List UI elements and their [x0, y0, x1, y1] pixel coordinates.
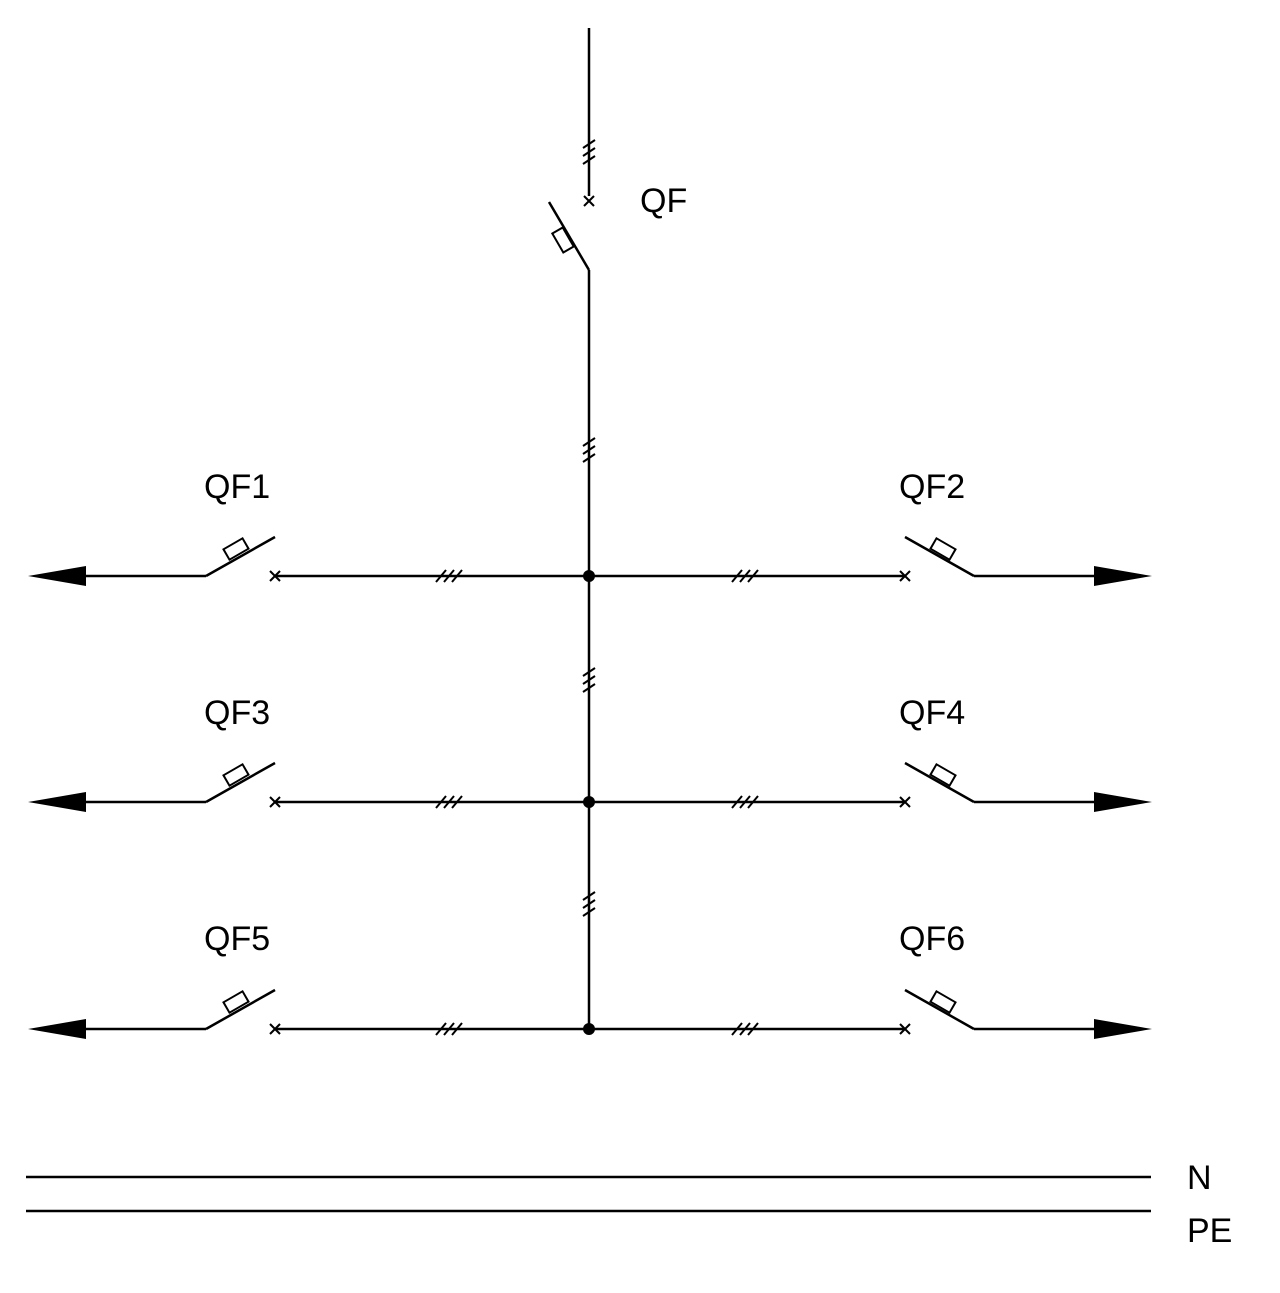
outgoing-arrow — [1094, 792, 1152, 812]
breaker-label-qf1: QF1 — [204, 468, 270, 506]
breaker-qf3: QF3 — [28, 694, 281, 812]
breaker-label-qf4: QF4 — [899, 694, 965, 732]
breaker-label-qf2: QF2 — [899, 468, 965, 506]
thermal-release-symbol — [550, 226, 576, 254]
vertical-busbar — [582, 270, 596, 1029]
breaker-blade — [904, 535, 975, 578]
outgoing-arrow — [1094, 566, 1152, 586]
breaker-contact-x-mark — [899, 796, 911, 808]
three-phase-tick-marks — [435, 795, 463, 809]
pe-conductor: PE — [26, 1209, 1232, 1250]
breaker-blade — [205, 761, 276, 804]
outgoing-arrow — [1094, 1019, 1152, 1039]
three-phase-tick-marks — [731, 795, 759, 809]
breaker-blade — [904, 988, 975, 1031]
outgoing-arrow — [28, 1019, 86, 1039]
junction-dot — [583, 796, 595, 808]
branch-row-1: QF1 QF2 — [28, 468, 1152, 586]
pe-label: PE — [1187, 1212, 1232, 1250]
main-breaker-label: QF — [640, 182, 687, 220]
main-breaker-qf: QF — [547, 28, 687, 271]
thermal-release-symbol — [222, 762, 250, 788]
breaker-qf1: QF1 — [28, 468, 281, 586]
thermal-release-symbol — [929, 762, 957, 788]
thermal-release-symbol — [929, 989, 957, 1015]
breaker-blade — [205, 988, 276, 1031]
branch-row-2: QF3 QF4 — [28, 694, 1152, 812]
breaker-contact-x-mark — [269, 1023, 281, 1035]
breaker-contact-x-mark — [899, 570, 911, 582]
breaker-qf4: QF4 — [899, 694, 1152, 812]
three-phase-tick-marks — [435, 569, 463, 583]
outgoing-arrow — [28, 566, 86, 586]
three-phase-tick-marks — [731, 1022, 759, 1036]
breaker-blade — [904, 761, 975, 804]
three-phase-tick-marks — [582, 891, 596, 917]
breaker-contact-x-mark — [583, 195, 595, 207]
junction-dot — [583, 1023, 595, 1035]
breaker-label-qf5: QF5 — [204, 920, 270, 958]
breaker-label-qf3: QF3 — [204, 694, 270, 732]
junction-dot — [583, 570, 595, 582]
three-phase-tick-marks — [582, 139, 596, 165]
neutral-conductor: N — [26, 1159, 1212, 1197]
three-phase-tick-marks — [731, 569, 759, 583]
three-phase-tick-marks — [582, 667, 596, 693]
breaker-contact-x-mark — [269, 796, 281, 808]
breaker-label-qf6: QF6 — [899, 920, 965, 958]
breaker-contact-x-mark — [269, 570, 281, 582]
breaker-contact-x-mark — [899, 1023, 911, 1035]
three-phase-tick-marks — [435, 1022, 463, 1036]
thermal-release-symbol — [929, 536, 957, 562]
thermal-release-symbol — [222, 536, 250, 562]
branch-row-3: QF5 QF6 — [28, 920, 1152, 1039]
breaker-qf5: QF5 — [28, 920, 281, 1039]
three-phase-tick-marks — [582, 437, 596, 463]
breaker-blade — [547, 201, 591, 271]
breaker-qf2: QF2 — [899, 468, 1152, 586]
breaker-blade — [205, 535, 276, 578]
breaker-qf6: QF6 — [899, 920, 1152, 1039]
outgoing-arrow — [28, 792, 86, 812]
thermal-release-symbol — [222, 989, 250, 1015]
neutral-label: N — [1187, 1159, 1212, 1197]
